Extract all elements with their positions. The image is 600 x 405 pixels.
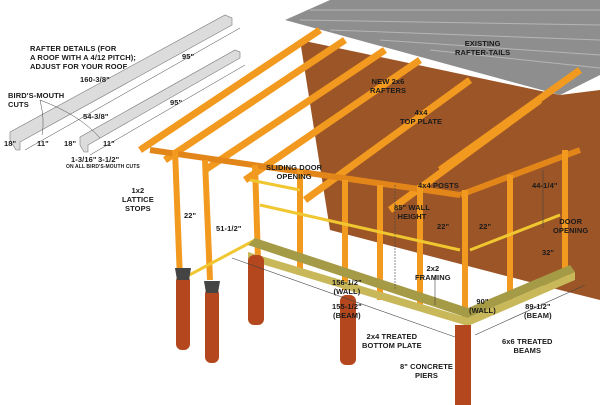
tail-bottom-dim: 95" (170, 98, 183, 107)
label-line: OPENING (276, 172, 312, 181)
birds-mouth-line-1: BIRD'S-MOUTH (8, 91, 65, 100)
bottom-plate-and-beams (248, 238, 575, 326)
birds-mouth-line-2: CUTS (8, 100, 29, 109)
label-line: RAFTERS (370, 86, 407, 95)
rafter-detail-boards (9, 14, 241, 153)
label-line: PIERS (414, 371, 438, 380)
new-rafters-label: NEW 2x6 RAFTERS (370, 77, 406, 95)
rafter-details-title: RAFTER DETAILS (FOR A ROOF WITH A 4/12 P… (30, 44, 136, 71)
dimension-lines (231, 170, 586, 338)
framing-2x2-label: 2x2 FRAMING (415, 264, 451, 282)
beam-length-dim: 155-1/2" (BEAM) (332, 302, 362, 320)
dim-18-b: 18" (64, 139, 77, 148)
label-line: (BEAM) (333, 311, 361, 320)
label-line: EXISTING (464, 39, 501, 48)
piers-label: 8" CONCRETE PIERS (400, 362, 453, 380)
label-line: 89-1/2" (525, 302, 551, 311)
label-line: 156-1/2" (332, 278, 362, 287)
cut-note: ON ALL BIRD'S-MOUTH CUTS (66, 164, 140, 170)
label-line: (WALL) (333, 287, 361, 296)
label-line: 6x6 TREATED (502, 337, 553, 346)
label-line: 85" WALL (394, 203, 431, 212)
lattice-stops-label: 1x2 LATTICE STOPS (122, 186, 154, 213)
short-rafter-dim: 54-3/8" (83, 112, 109, 121)
label-line: OPENING (553, 226, 589, 235)
label-line: 8" CONCRETE (400, 362, 453, 371)
label-line: 155-1/2" (332, 302, 362, 311)
door-opening-label: DOOR OPENING (553, 217, 588, 235)
beams-label: 6x6 TREATED BEAMS (502, 337, 553, 355)
post-bases (175, 268, 220, 293)
new-rafters (138, 27, 583, 213)
rafter-details-line-3: ADJUST FOR YOUR ROOF (30, 62, 128, 71)
dim-18-a: 18" (4, 139, 17, 148)
label-line: NEW 2x6 (371, 77, 405, 86)
tail-top-dim: 95" (182, 52, 195, 61)
label-line: FRAMING (415, 273, 451, 282)
door-height-dim: 44-1/4" (532, 181, 558, 190)
label-line: 90" (476, 297, 489, 306)
dim-11-b: 11" (103, 139, 115, 148)
lattice-framing (179, 178, 561, 282)
top-plate (149, 147, 582, 198)
rafter-dimension-lines (24, 27, 246, 156)
stud-spacing-1: 22" (437, 222, 450, 231)
concrete-piers (176, 255, 471, 405)
top-plate-label: 4x4 TOP PLATE (400, 108, 442, 126)
label-line: TOP PLATE (400, 117, 443, 126)
stud-spacing-2: 22" (479, 222, 492, 231)
beam-depth-dim: 89-1/2" (BEAM) (524, 302, 552, 320)
wall-depth-dim: 90" (WALL) (469, 297, 496, 315)
label-line: 2x4 TREATED (366, 332, 418, 341)
long-rafter-dim: 160-3/8" (80, 75, 110, 84)
label-line: RAFTER-TAILS (455, 48, 511, 57)
lattice-spacing-dim: 22" (184, 211, 197, 220)
label-line: (BEAM) (524, 311, 552, 320)
label-line: SLIDING DOOR (266, 163, 323, 172)
label-line: (WALL) (469, 306, 496, 315)
wall-height-label: 85" WALL HEIGHT (394, 203, 430, 221)
label-line: 2x2 (426, 264, 440, 273)
label-line: DOOR (559, 217, 583, 226)
label-line: 1x2 (131, 186, 145, 195)
label-line: BEAMS (513, 346, 542, 355)
posts-label: 4x4 POSTS (418, 181, 459, 190)
lattice-width-dim: 51-1/2" (216, 224, 242, 233)
birds-mouth-label: BIRD'S-MOUTH CUTS (8, 91, 64, 109)
sliding-door-label: SLIDING DOOR OPENING (266, 163, 322, 181)
dim-11-a: 11" (37, 139, 49, 148)
label-line: BOTTOM PLATE (362, 341, 422, 350)
rafter-details-line-2: A ROOF WITH A 4/12 PITCH); (30, 53, 136, 62)
cut-depth-dim: 1-3/16" (71, 155, 97, 164)
cut-seat-dim: 3-1/2" (98, 155, 120, 164)
roof-shingle-lines (299, 9, 600, 69)
label-line: 4x4 (414, 108, 428, 117)
existing-rafter-tails-label: EXISTING RAFTER-TAILS (455, 39, 510, 57)
label-line: HEIGHT (397, 212, 427, 221)
wall-length-dim: 156-1/2" (WALL) (332, 278, 362, 296)
rafter-details-line-1: RAFTER DETAILS (FOR (30, 44, 117, 53)
bottom-plate-label: 2x4 TREATED BOTTOM PLATE (362, 332, 422, 350)
door-width-dim: 32" (542, 248, 555, 257)
label-line: LATTICE (122, 195, 154, 204)
label-line: STOPS (125, 204, 151, 213)
